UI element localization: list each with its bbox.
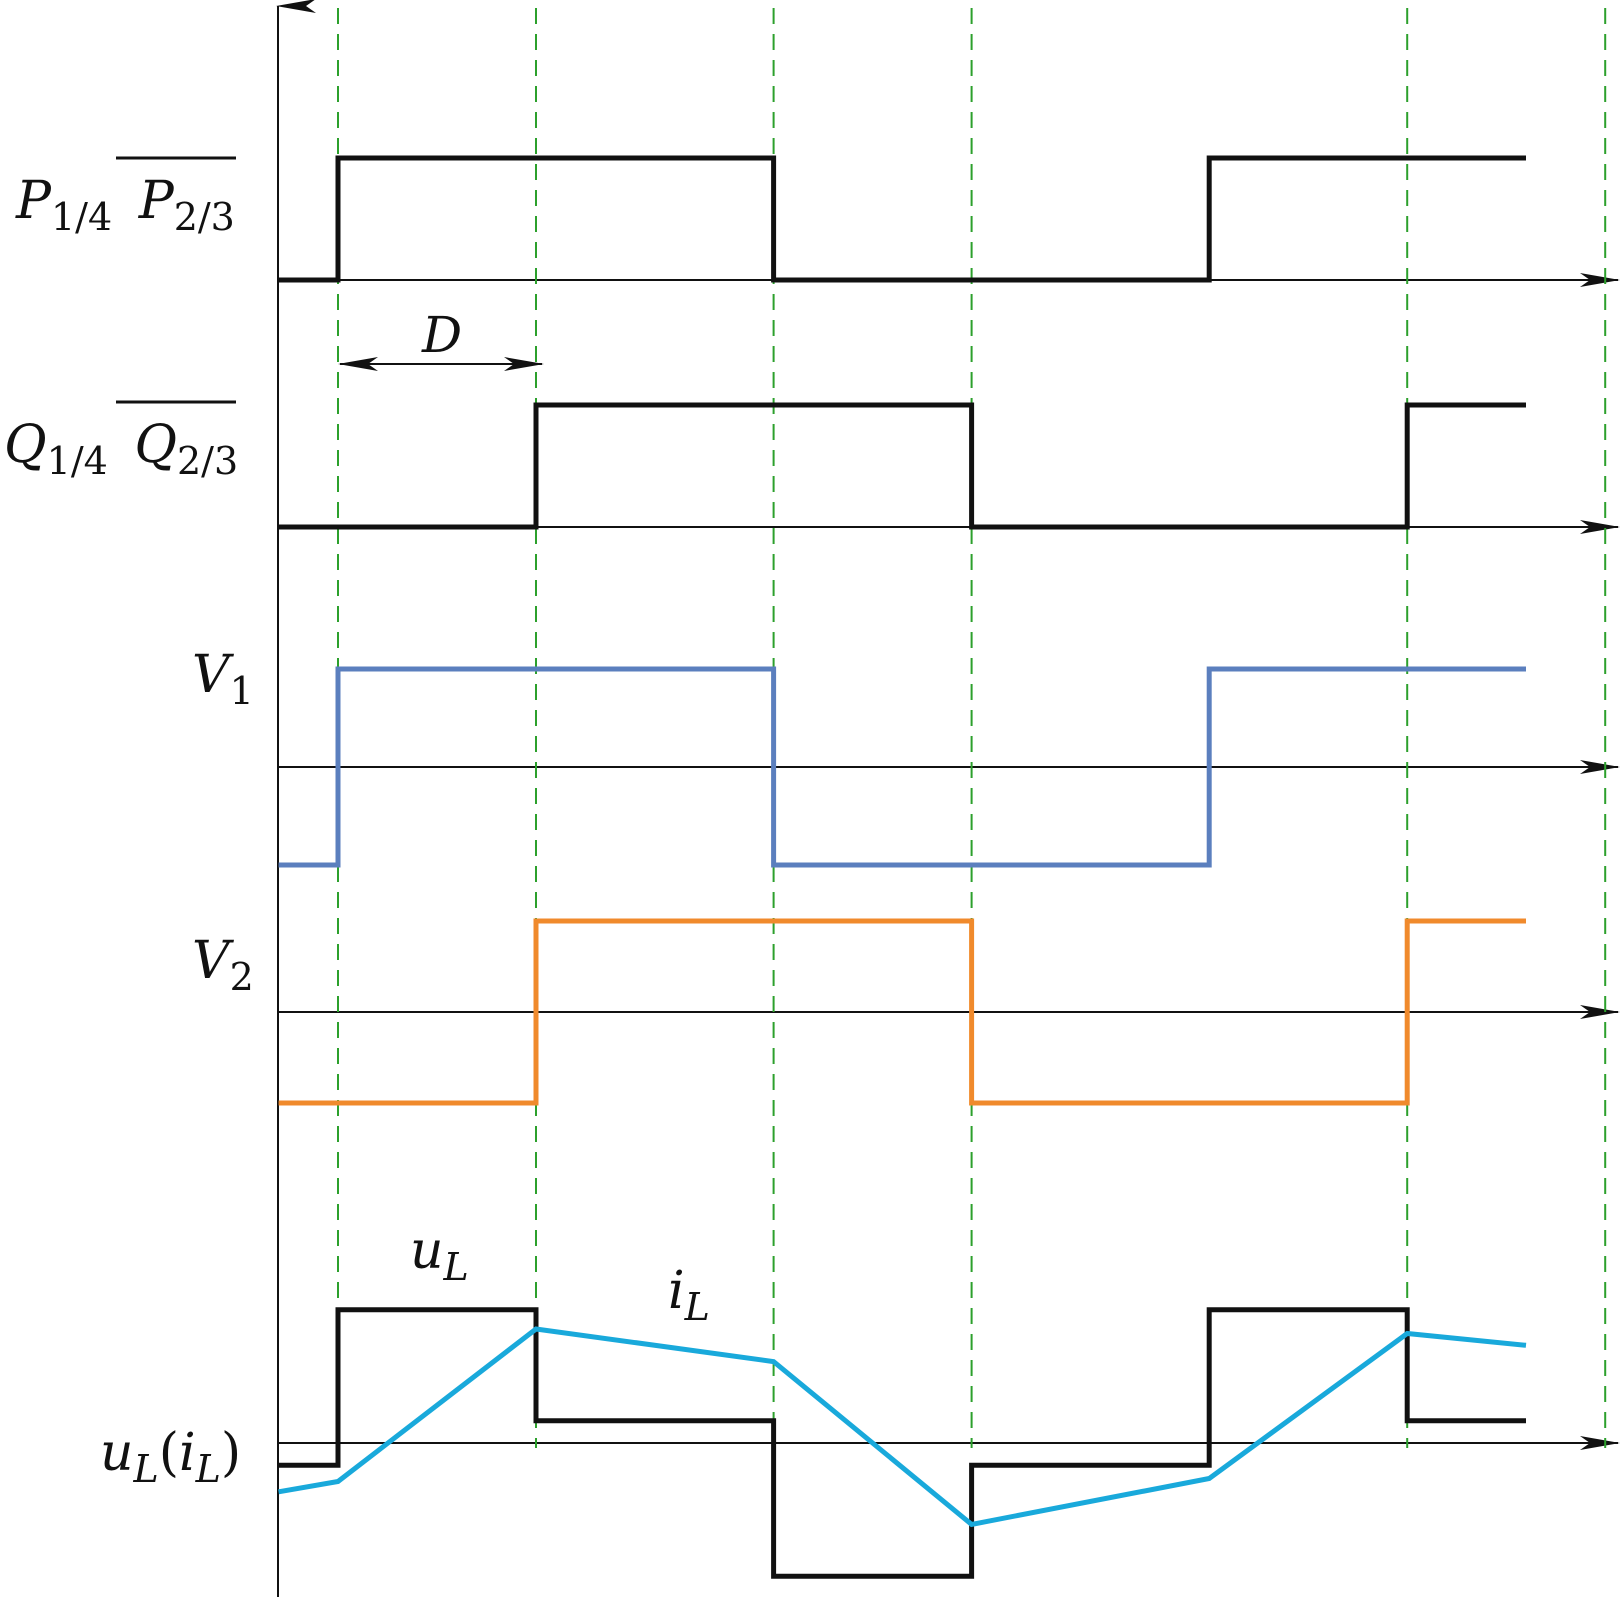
p-label: P1/4 P2/3: [15, 156, 236, 243]
q-label: Q1/4 Q2/3: [4, 400, 238, 487]
ul-il-axis-label: uL(iL): [100, 1423, 241, 1491]
v2-label: V2: [192, 931, 254, 999]
il-waveform-label: iL: [668, 1261, 710, 1329]
ul-waveform-label: uL: [410, 1221, 469, 1289]
v2-waveform: [278, 918, 1526, 1106]
switching-guides: [337, 8, 1607, 1448]
v1-label: V1: [192, 645, 254, 713]
il-waveform: [278, 1326, 1527, 1528]
svg-text:Q1/4 Q2/3: Q1/4 Q2/3: [4, 415, 238, 487]
phase-shift-label: D: [421, 306, 462, 364]
q-gate-waveform: [278, 402, 1526, 530]
v1-waveform: [278, 666, 1526, 868]
ul-waveform: [278, 1307, 1526, 1579]
p-gate-waveform: [278, 155, 1526, 283]
svg-text:P1/4 P2/3: P1/4 P2/3: [15, 171, 235, 243]
